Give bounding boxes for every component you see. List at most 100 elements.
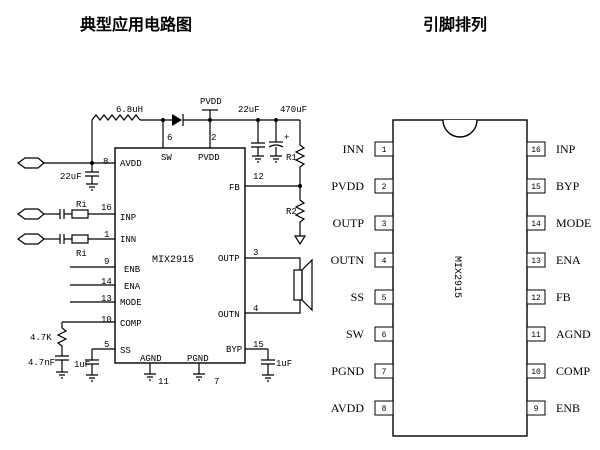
inn-cap-symbol xyxy=(59,234,65,244)
pin-number: 15 xyxy=(531,183,541,192)
pin-box xyxy=(374,215,394,231)
pin-name: SW xyxy=(346,327,365,341)
schematic-title: 典型应用电路图 xyxy=(80,15,192,34)
r1-label: R1 xyxy=(286,153,297,163)
pin-num-agnd: 11 xyxy=(158,377,169,387)
pin-name: PGND xyxy=(331,364,364,378)
pin-num-avdd: 8 xyxy=(103,157,108,167)
speaker-icon xyxy=(293,269,303,301)
avdd-connector-icon xyxy=(16,157,45,169)
comp-network: 4.7K 4.7nF xyxy=(28,321,115,379)
r2-label: R2 xyxy=(286,207,297,217)
byp-cap: 1uF xyxy=(245,348,292,382)
r2-resistor-symbol xyxy=(294,199,306,223)
r1-resistor-symbol xyxy=(294,144,306,168)
pin-box xyxy=(526,215,546,231)
pin-box xyxy=(526,326,546,342)
pin-name: AGND xyxy=(556,327,591,341)
pin-name: SS xyxy=(351,290,364,304)
pin-number: 12 xyxy=(531,294,541,303)
ss-cap-label: 1uF xyxy=(74,360,90,370)
pin-box xyxy=(526,289,546,305)
inductor-symbol xyxy=(91,114,141,121)
pin-box xyxy=(526,141,546,157)
ss-cap: 1uF xyxy=(74,348,115,382)
pin-name: MODE xyxy=(556,216,591,230)
pin-box xyxy=(526,252,546,268)
pin-num-byp: 15 xyxy=(253,340,264,350)
pinout-pin-inp: 16 INP xyxy=(526,141,576,157)
pin-number: 7 xyxy=(382,368,387,377)
avdd-input: 22uF xyxy=(16,157,115,191)
feedback-divider: R1 R2 xyxy=(245,120,307,246)
pin-box xyxy=(526,400,546,416)
pin-num-enb: 9 xyxy=(104,257,109,267)
pin-name: INP xyxy=(556,142,576,156)
pin-name: PVDD xyxy=(331,179,364,193)
pinout-chip-body xyxy=(392,119,528,437)
inp-cap-symbol xyxy=(59,209,65,219)
pin-number: 6 xyxy=(382,331,387,340)
pin-number: 11 xyxy=(531,331,541,340)
pin-label-avdd: AVDD xyxy=(120,159,142,169)
pin-number: 1 xyxy=(382,146,387,155)
ground-icon xyxy=(252,155,264,163)
pin-number: 16 xyxy=(531,146,541,155)
pin-num-outn: 4 xyxy=(253,304,258,314)
pinout-chip-name: MIX2915 xyxy=(451,256,462,298)
diode-symbol xyxy=(172,114,182,126)
pin-name: OUTN xyxy=(331,253,365,267)
pin-label-fb: FB xyxy=(229,183,240,193)
pin-name: ENB xyxy=(556,401,580,415)
ground-icon xyxy=(144,373,156,381)
pin-name: ENA xyxy=(556,253,581,267)
inductor-label: 6.8uH xyxy=(116,105,143,115)
pin-box xyxy=(374,400,394,416)
supply-rail: 6.8uH PVDD 22uF 470uF + xyxy=(91,97,307,163)
pin-number: 9 xyxy=(534,405,539,414)
ri-top-label: Ri xyxy=(76,200,87,210)
inp-input: Ri xyxy=(16,200,115,220)
pin-box xyxy=(374,289,394,305)
pin-number: 3 xyxy=(382,220,387,229)
pinout-pin-pgnd: 7 PGND xyxy=(331,363,394,379)
pvdd-rail-label: PVDD xyxy=(200,97,222,107)
pin-label-comp: COMP xyxy=(120,319,142,329)
pin-name: AVDD xyxy=(331,401,364,415)
pin-name: BYP xyxy=(556,179,580,193)
pin-num-pvdd: 2 xyxy=(211,133,216,143)
pin-label-pvdd: PVDD xyxy=(198,153,220,163)
cap-avdd-label: 22uF xyxy=(60,172,82,182)
pin-label-mode: MODE xyxy=(120,298,142,308)
pin-number: 10 xyxy=(531,368,541,377)
pin-number: 13 xyxy=(531,257,541,266)
cap-22uf-top-label: 22uF xyxy=(238,105,260,115)
ground-icon xyxy=(86,374,98,382)
ground-icon xyxy=(86,183,98,191)
pin-box xyxy=(526,363,546,379)
pin-num-ss: 5 xyxy=(104,340,109,350)
cap-470uf-symbol xyxy=(268,144,284,148)
ri-bottom-label: Ri xyxy=(76,249,87,259)
pin-label-ena: ENA xyxy=(124,282,141,292)
pinout-pin-sw: 6 SW xyxy=(346,326,394,342)
pin-label-ss: SS xyxy=(120,346,131,356)
pin-num-ena: 14 xyxy=(101,277,112,287)
comp-cap-symbol xyxy=(55,355,69,361)
pin-box xyxy=(374,178,394,194)
cap-470uf-label: 470uF xyxy=(280,105,307,115)
pin-box xyxy=(526,178,546,194)
ground-icon xyxy=(193,373,205,381)
pin-name: INN xyxy=(343,142,365,156)
pinout-pin-byp: 15 BYP xyxy=(526,178,580,194)
speaker xyxy=(245,257,313,314)
pin-num-inn: 1 xyxy=(104,230,109,240)
pin1-notch xyxy=(442,119,478,138)
inn-connector-icon xyxy=(16,233,45,245)
